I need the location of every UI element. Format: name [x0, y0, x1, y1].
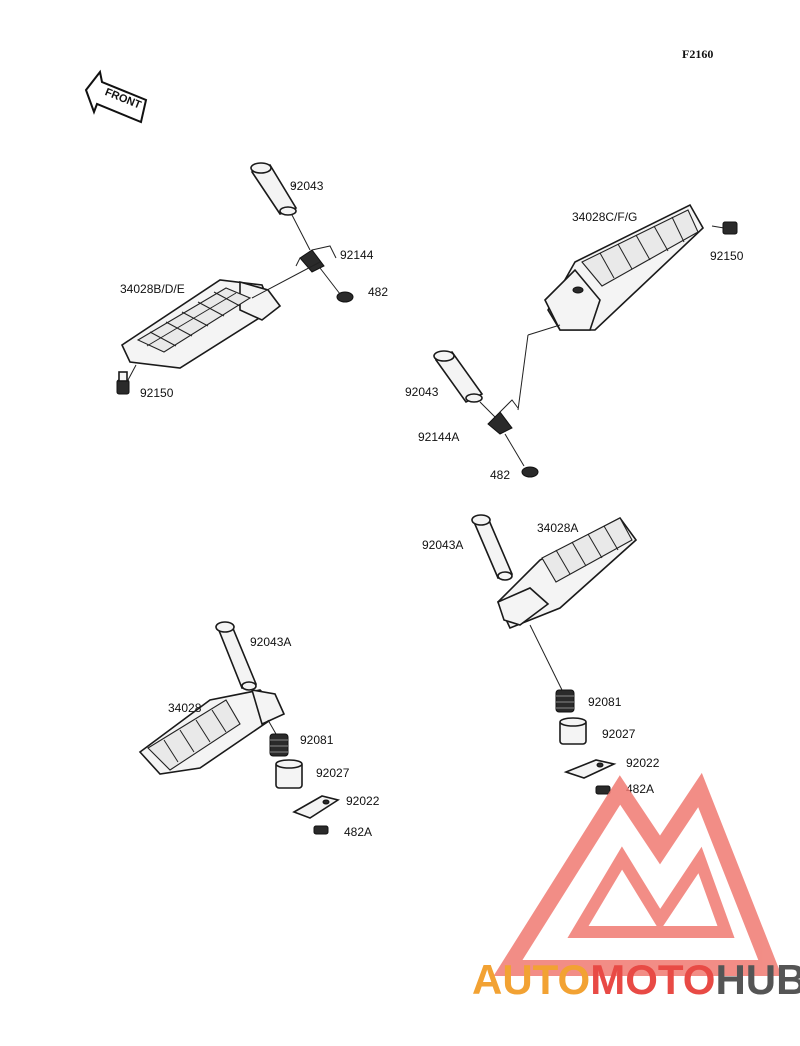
label-bolt: 92150 [140, 386, 174, 400]
footpeg [138, 688, 286, 775]
label-pin: 92043A [422, 538, 463, 552]
label-spring: 92081 [588, 695, 622, 709]
pivot-bushing [559, 717, 587, 745]
coil-spring [555, 689, 575, 713]
pivot-pin [433, 350, 484, 404]
label-footpeg: 34028A [537, 521, 578, 535]
pivot-bushing [275, 759, 303, 789]
stopper-plate [563, 759, 617, 779]
pivot-pin [215, 621, 258, 691]
pivot-pin [250, 162, 298, 216]
return-spring [295, 245, 337, 273]
front-arrow-icon: FRONT [84, 69, 148, 124]
label-clip: 482 [490, 468, 510, 482]
label-footpeg: 34028C/F/G [572, 210, 637, 224]
label-spring: 92144 [340, 248, 374, 262]
footpeg [120, 279, 282, 369]
stopper-plate [292, 795, 340, 819]
label-pivot: 92027 [316, 766, 350, 780]
footpeg [497, 516, 638, 630]
watermark-text: AUTOMOTOHUB [472, 956, 800, 1003]
watermark-logo [493, 772, 782, 976]
label-pin: 92043A [250, 635, 291, 649]
bolt [116, 371, 130, 395]
label-bolt: 92150 [710, 249, 744, 263]
bolt [722, 221, 738, 235]
clip [521, 466, 539, 478]
figure-code: F2160 [682, 47, 713, 61]
lower-left-assembly: 92043A 34028 92081 92027 92022 482A [138, 621, 380, 839]
label-pin: 92043 [290, 179, 324, 193]
label-clip: 482A [344, 825, 372, 839]
label-pin: 92043 [405, 385, 439, 399]
clip [313, 825, 329, 835]
pivot-pin [471, 514, 514, 581]
footpeg [544, 203, 705, 331]
coil-spring [269, 733, 289, 757]
upper-right-assembly: 34028C/F/G 92150 92043 92144A 482 [405, 203, 744, 482]
clip [336, 291, 354, 303]
label-pivot: 92027 [602, 727, 636, 741]
label-footpeg: 34028B/D/E [120, 282, 185, 296]
label-clip: 482A [626, 782, 654, 796]
upper-left-assembly: 92043 92144 482 34028B/D/E 92150 [116, 162, 388, 400]
label-plate: 92022 [626, 756, 660, 770]
return-spring [487, 399, 519, 435]
label-clip: 482 [368, 285, 388, 299]
label-plate: 92022 [346, 794, 380, 808]
label-footpeg: 34028 [168, 701, 202, 715]
label-spring: 92081 [300, 733, 334, 747]
label-spring: 92144A [418, 430, 459, 444]
lower-right-assembly: 92043A 34028A 92081 92027 92022 482A [422, 514, 660, 796]
clip [595, 785, 611, 795]
